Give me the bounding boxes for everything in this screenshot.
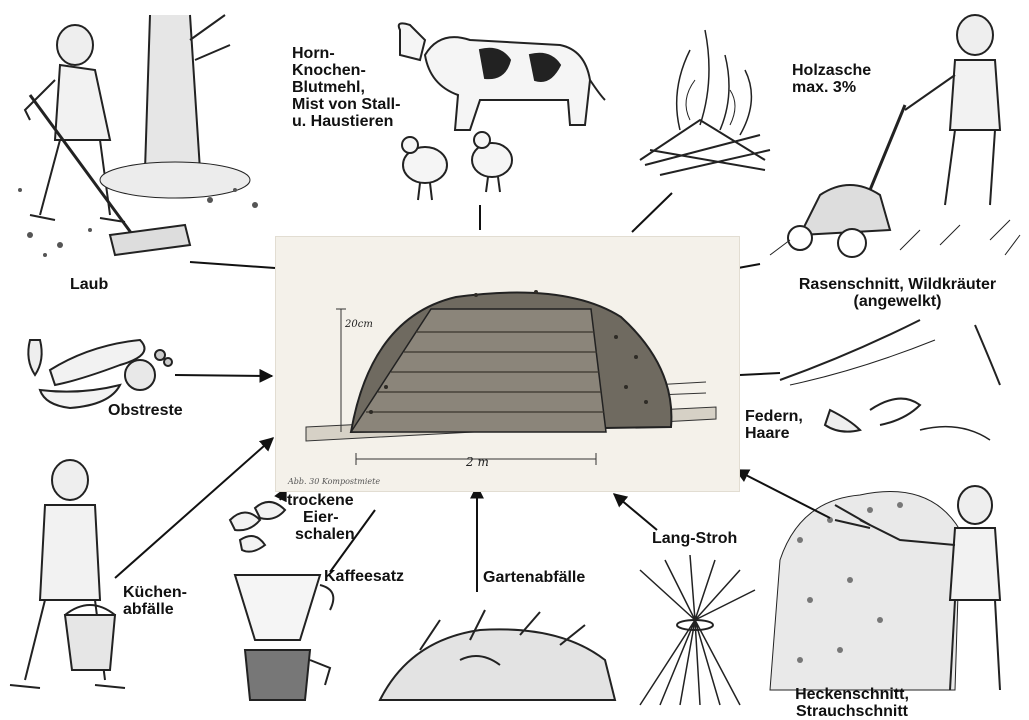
fruit-scraps-illustration — [28, 340, 172, 408]
label-lang-stroh: Lang-Stroh — [652, 530, 737, 547]
label-kaffeesatz: Kaffeesatz — [324, 568, 404, 585]
label-eierschalen: trockene Eier- schalen — [287, 492, 355, 543]
feathers-illustration — [780, 320, 1000, 440]
label-laub: Laub — [70, 276, 108, 293]
line-rasen — [738, 264, 760, 268]
line-holzasche — [632, 193, 672, 232]
line-laub — [190, 262, 275, 268]
label-federn-haare: Federn, Haare — [745, 408, 803, 442]
arrow-obstreste — [175, 375, 272, 376]
label-gartenabfaelle: Gartenabfälle — [483, 569, 585, 586]
person-trimming-hedge-illustration — [770, 486, 1000, 690]
label-heckenschnitt: Heckenschnitt, Strauchschnitt — [762, 686, 942, 720]
arrow-kuechen — [115, 438, 273, 578]
cow-and-chickens-illustration — [399, 23, 605, 200]
label-kuechenabfaelle: Küchen- abfälle — [123, 584, 187, 618]
label-holzasche: Holzasche max. 3% — [792, 62, 871, 96]
label-rasenschnitt: Rasenschnitt, Wildkräuter (angewelkt) — [770, 276, 1025, 310]
egg-shells-illustration — [230, 502, 285, 552]
person-mowing-lawn-illustration — [770, 15, 1020, 257]
garden-waste-illustration — [380, 610, 615, 700]
line-federn — [740, 373, 780, 375]
compost-pile-illustration — [276, 237, 739, 491]
pile-caption: Abb. 30 Kompostmiete — [288, 477, 380, 486]
wood-fire-illustration — [640, 30, 770, 175]
label-horn-knochen-blutmehl: Horn- Knochen- Blutmehl, Mist von Stall-… — [292, 45, 400, 130]
straw-sheaf-illustration — [640, 555, 755, 705]
arrow-langstroh — [614, 494, 657, 530]
arrow-hecken — [736, 470, 830, 518]
compost-pile-panel: 20cm 2 m Abb. 30 Kompostmiete — [275, 236, 740, 492]
label-obstreste: Obstreste — [108, 402, 183, 419]
pile-width-label: 2 m — [466, 455, 489, 469]
person-carrying-bucket-illustration — [10, 460, 125, 688]
coffee-filter-illustration — [235, 575, 333, 700]
pile-height-label: 20cm — [345, 319, 373, 330]
